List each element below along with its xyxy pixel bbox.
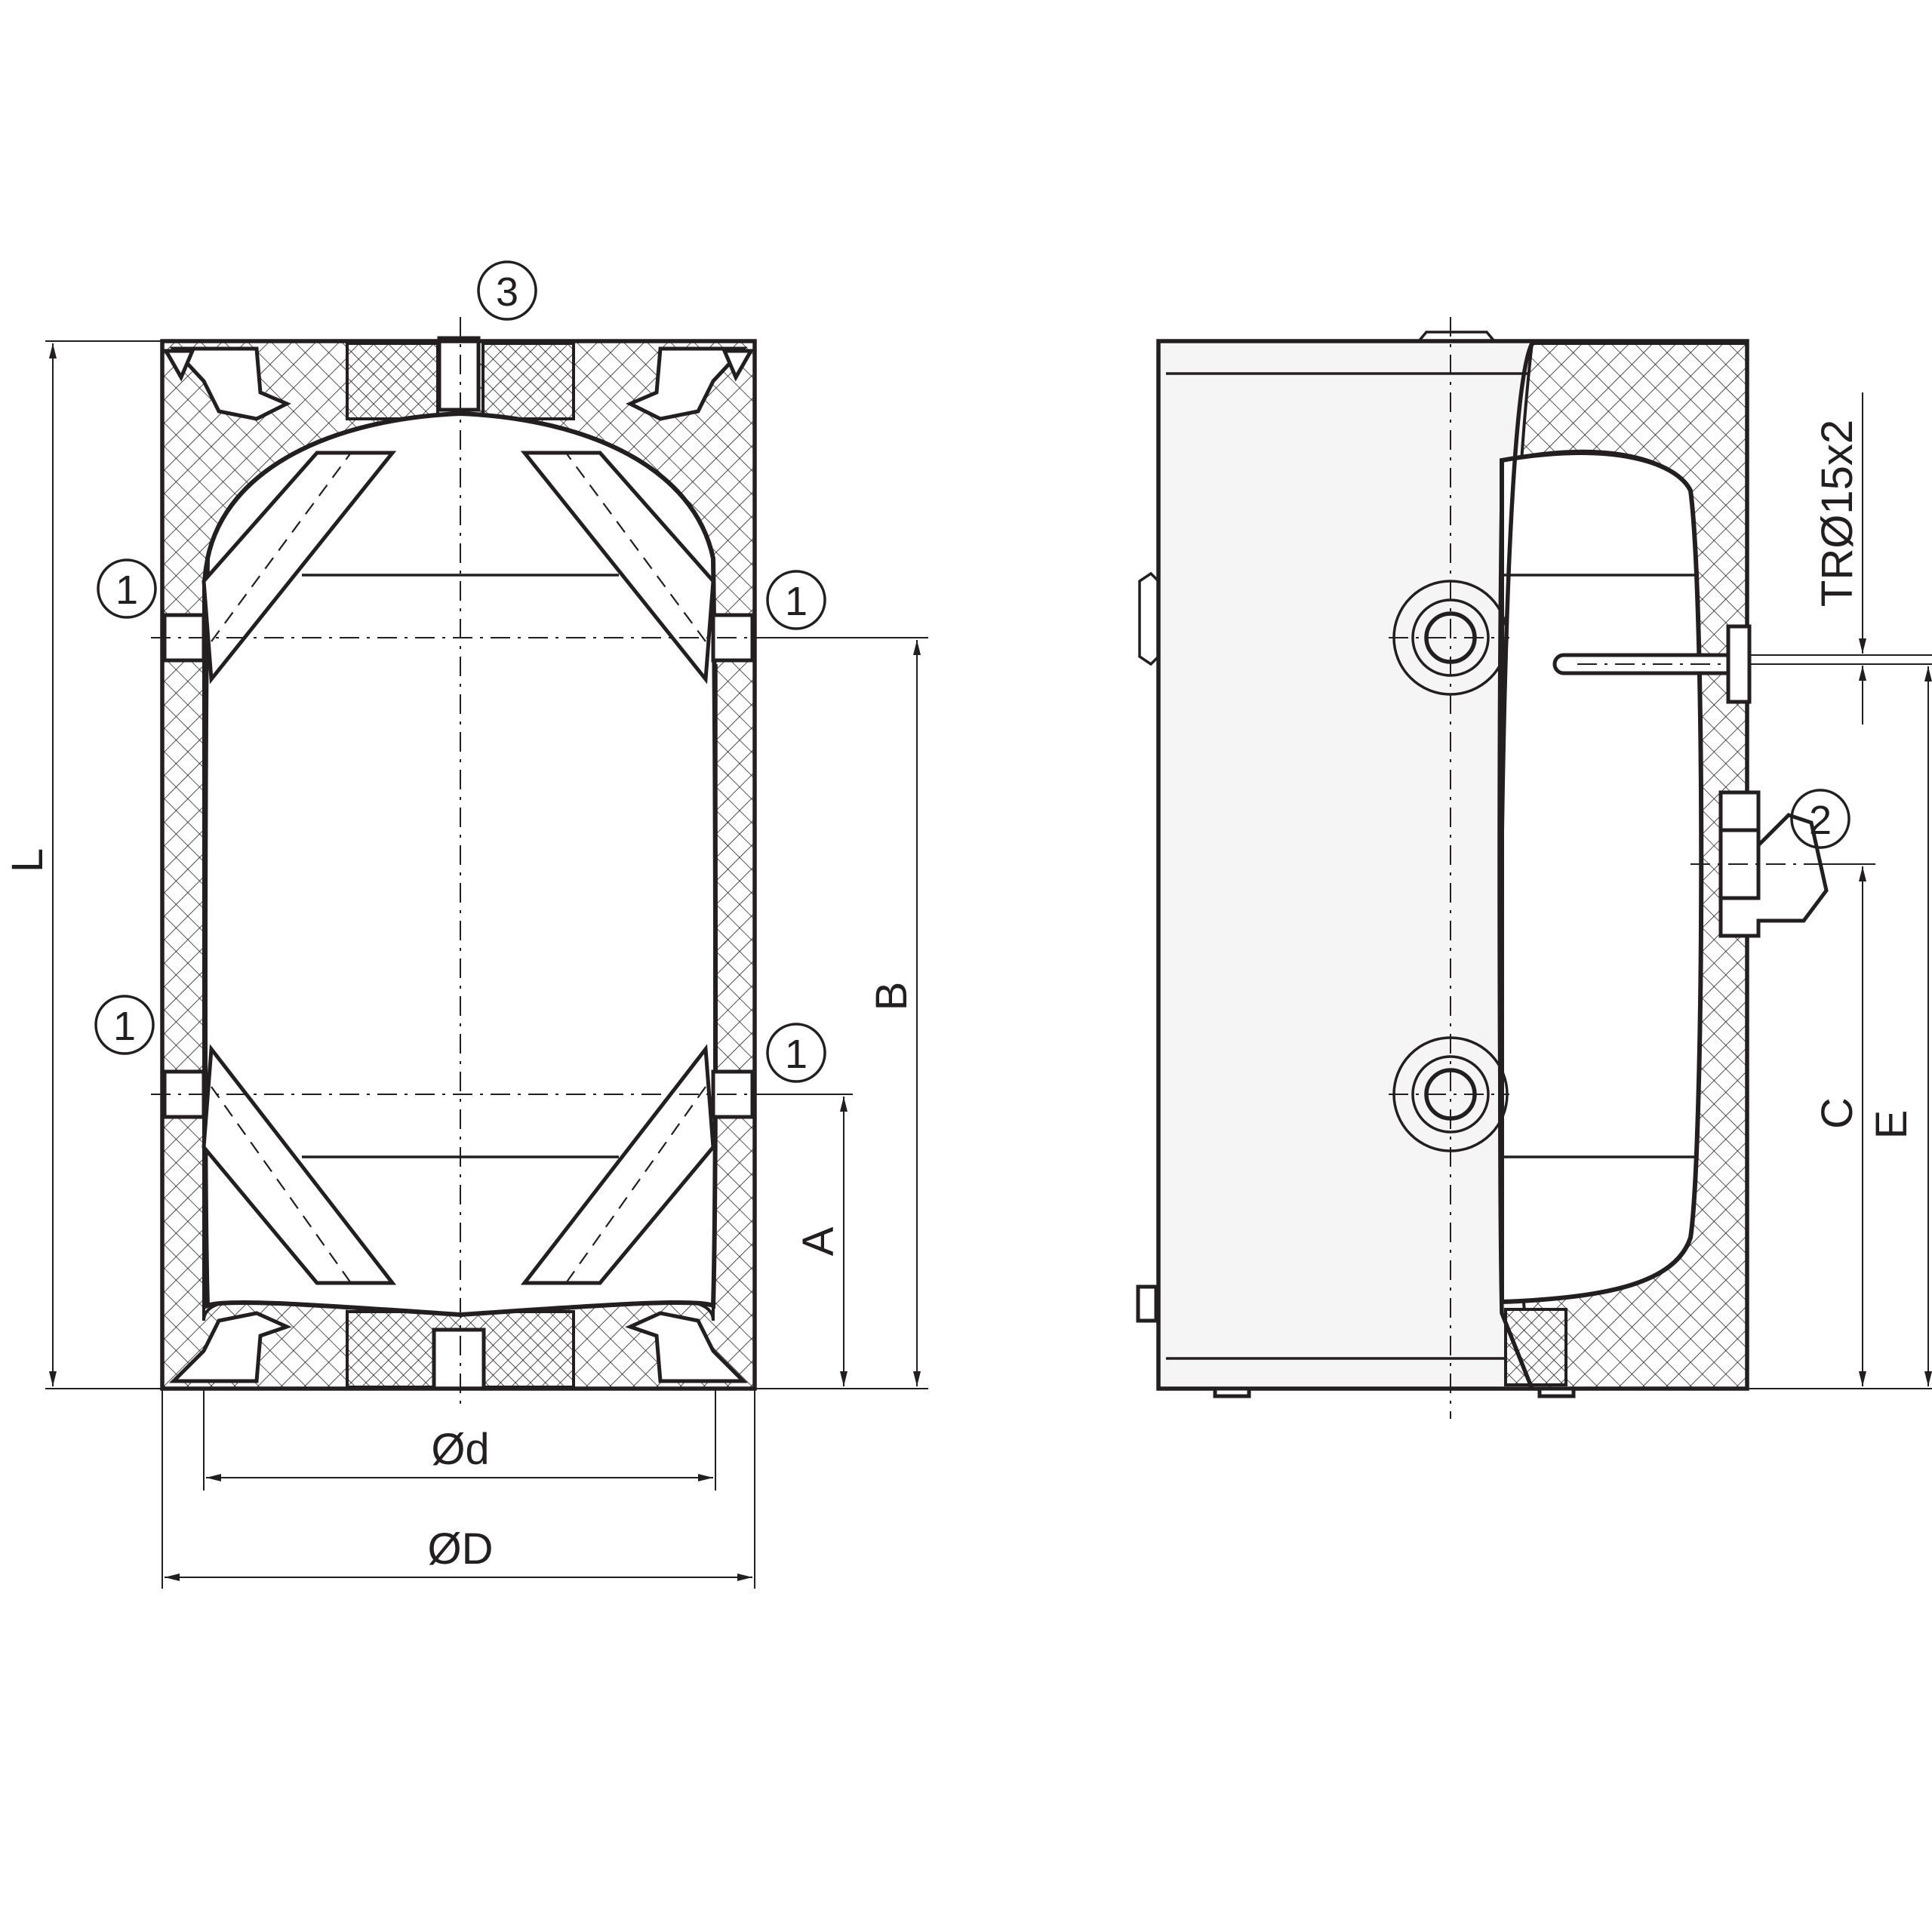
side-foot-left bbox=[1213, 1386, 1251, 1398]
front-coil-axis-ll bbox=[211, 1086, 352, 1284]
front-coil-upper-left bbox=[202, 451, 397, 685]
side-top-nozzle bbox=[1417, 331, 1496, 343]
callout-2: 2 bbox=[1790, 789, 1850, 849]
side-sensor-socket bbox=[1726, 624, 1752, 704]
dim-label-d: Ød bbox=[431, 1425, 489, 1474]
front-coil-axis-ul bbox=[211, 452, 352, 642]
svg-text:1: 1 bbox=[785, 1032, 808, 1077]
side-tank bbox=[1500, 451, 1704, 1305]
front-bottom-right-foot bbox=[625, 1311, 749, 1383]
callout-1-upper-left: 1 bbox=[97, 558, 157, 619]
svg-text:1: 1 bbox=[115, 568, 138, 613]
side-cut-edge bbox=[1498, 342, 1534, 1390]
front-top-right-foot bbox=[626, 346, 748, 421]
front-bottom-fitting bbox=[432, 1327, 486, 1391]
callout-1-lower-right: 1 bbox=[766, 1023, 826, 1083]
front-top-plug-right bbox=[481, 342, 575, 420]
front-coil-axis-lr bbox=[565, 1086, 706, 1284]
dim-label-sensor-pipe: TRØ15x2 bbox=[1813, 420, 1862, 607]
svg-text:1: 1 bbox=[113, 1004, 136, 1049]
front-coil-axis-ur bbox=[565, 452, 706, 642]
front-coil-lower-left bbox=[202, 1044, 397, 1285]
callout-1-lower-left: 1 bbox=[94, 995, 155, 1055]
dim-label-C: C bbox=[1813, 1097, 1862, 1129]
svg-text:3: 3 bbox=[496, 269, 518, 315]
front-top-left-foot bbox=[169, 346, 291, 421]
callout-1-upper-right: 1 bbox=[766, 570, 826, 630]
dim-label-L: L bbox=[3, 848, 52, 872]
callout-3: 3 bbox=[477, 260, 537, 321]
dim-label-E: E bbox=[1867, 1110, 1916, 1140]
dim-label-A: A bbox=[794, 1226, 843, 1256]
dim-label-D: ØD bbox=[428, 1524, 494, 1574]
side-foot-right bbox=[1537, 1386, 1576, 1398]
front-bottom-left-foot bbox=[168, 1311, 292, 1383]
front-top-fitting bbox=[437, 336, 481, 412]
svg-text:1: 1 bbox=[785, 579, 808, 624]
front-coil-lower-right bbox=[520, 1044, 715, 1285]
front-top-left-corner bbox=[162, 349, 195, 382]
dim-label-B: B bbox=[867, 982, 916, 1011]
side-bottom-plug bbox=[1504, 1308, 1567, 1386]
front-coil-upper-right bbox=[520, 451, 715, 685]
front-view: L B A Ød ØD 3 1 1 1 1 bbox=[3, 260, 928, 1589]
svg-text:2: 2 bbox=[1809, 798, 1832, 843]
front-top-right-corner bbox=[721, 349, 755, 382]
side-view: C E TRØ15x2 2 bbox=[1136, 317, 1932, 1419]
front-top-plug-left bbox=[346, 342, 439, 420]
side-left-valve bbox=[1136, 1284, 1158, 1323]
side-left-bracket bbox=[1138, 571, 1160, 666]
